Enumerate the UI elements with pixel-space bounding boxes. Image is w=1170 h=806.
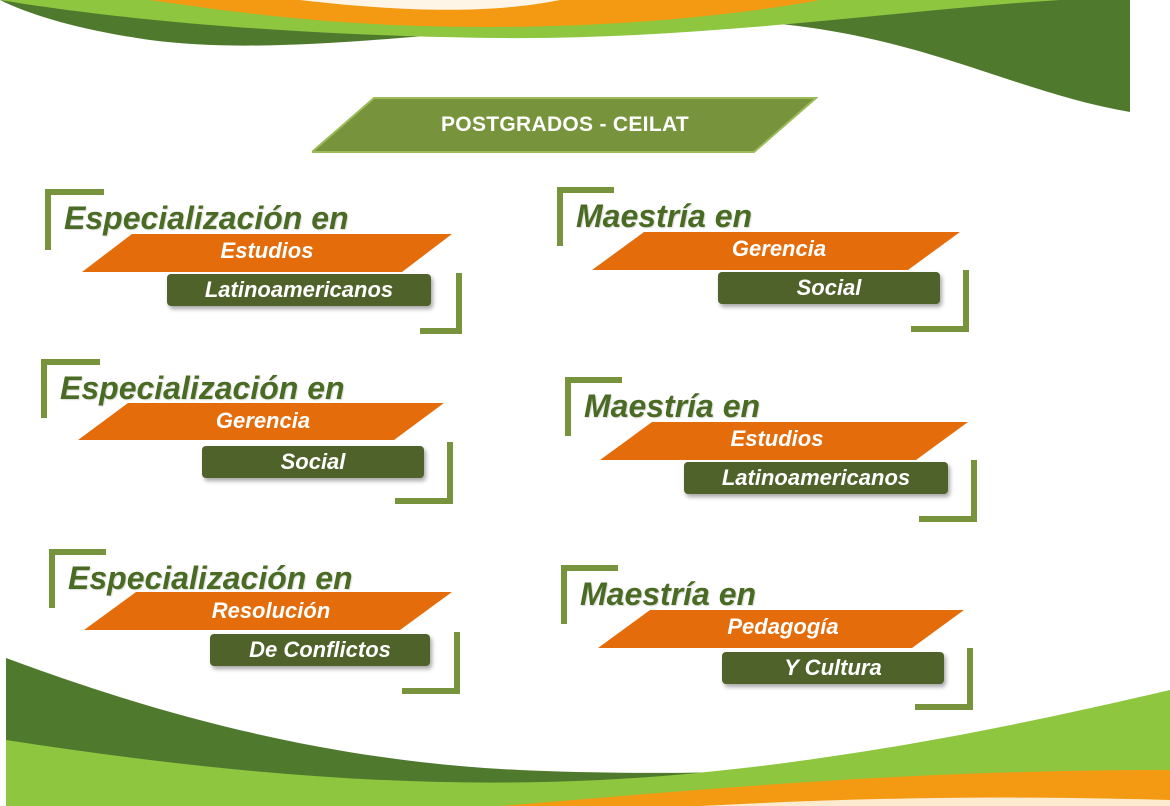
program-field-line1: Gerencia — [215, 408, 311, 433]
program-field-line1: Pedagogía — [727, 614, 839, 639]
program-card[interactable]: Maestría en Estudios Latinoamericanos — [562, 374, 992, 524]
program-card[interactable]: Especialización en Resolución De Conflic… — [46, 546, 476, 696]
program-field-line1: Resolución — [211, 598, 331, 623]
program-card[interactable]: Maestría en Gerencia Social — [554, 184, 984, 334]
program-type: Especialización en — [64, 200, 349, 236]
program-field-line2: De Conflictos — [210, 634, 430, 666]
program-field-line2: Y Cultura — [722, 652, 944, 684]
banner-shape — [312, 97, 818, 153]
program-type: Maestría en — [576, 198, 753, 234]
card-frame — [557, 187, 969, 332]
program-field-line2: Social — [718, 272, 940, 304]
program-type: Maestría en — [584, 388, 761, 424]
card-frame — [41, 359, 453, 504]
program-card[interactable]: Maestría en Pedagogía Y Cultura — [558, 562, 988, 712]
program-type: Especialización en — [68, 560, 353, 596]
program-card[interactable]: Especialización en Gerencia Social — [38, 356, 468, 506]
program-field-line2: Social — [202, 446, 424, 478]
program-type: Maestría en — [580, 576, 757, 612]
program-field-line2: Latinoamericanos — [684, 462, 948, 494]
card-frame — [49, 549, 460, 694]
card-frame — [45, 189, 462, 334]
program-card[interactable]: Especialización en Estudios Latinoameric… — [42, 186, 472, 336]
program-field-line1: Gerencia — [731, 236, 827, 261]
program-field-line2: Latinoamericanos — [167, 274, 431, 306]
page-title: POSTGRADOS - CEILAT — [441, 113, 689, 136]
header-banner: POSTGRADOS - CEILAT — [312, 96, 818, 154]
program-field-line1: Estudios — [730, 426, 824, 451]
program-type: Especialización en — [60, 370, 345, 406]
program-field-line1: Estudios — [220, 238, 314, 263]
card-frame — [565, 377, 977, 522]
card-frame — [561, 565, 973, 710]
